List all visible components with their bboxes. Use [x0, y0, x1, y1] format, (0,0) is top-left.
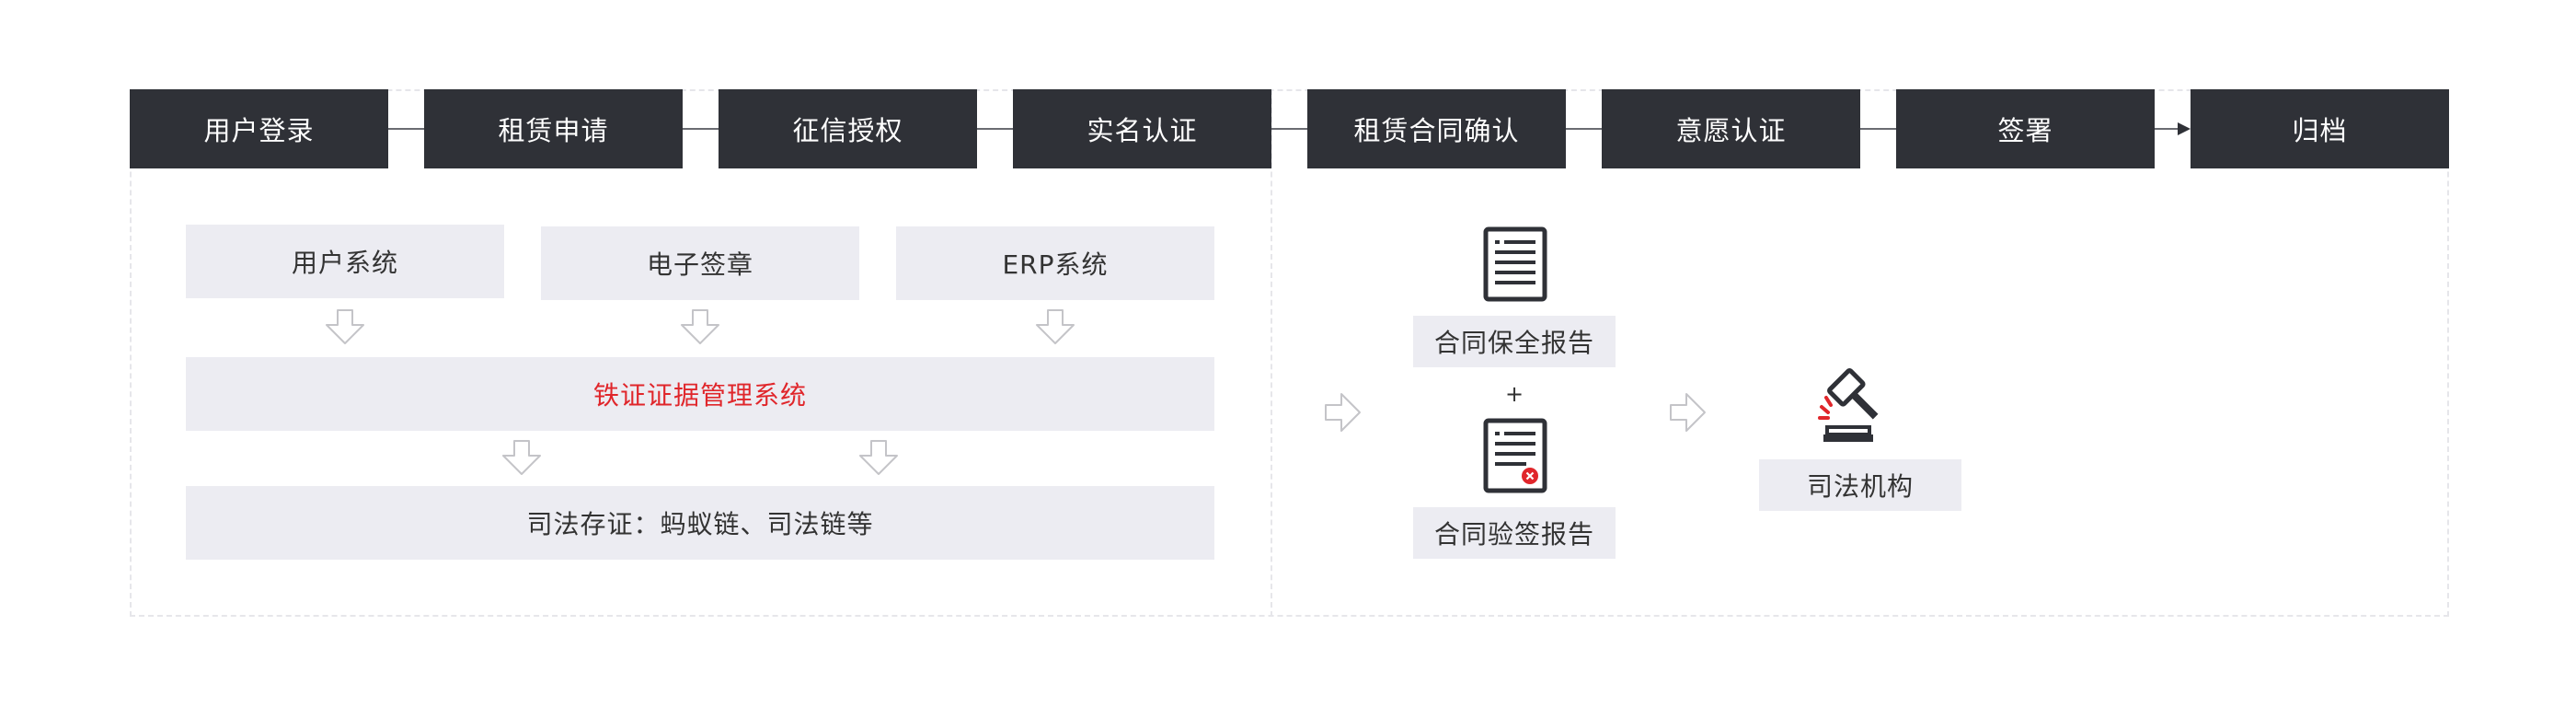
step-connector	[388, 128, 424, 130]
step-connector	[1271, 128, 1307, 130]
arrow-down-icon	[326, 309, 364, 344]
arrow-down-icon	[502, 440, 541, 475]
source-e-signature: 电子签章	[541, 226, 859, 300]
arrow-right-icon	[1325, 393, 1361, 432]
arrow-down-icon	[681, 309, 719, 344]
arrow-right-icon	[1670, 393, 1706, 432]
panel-divider	[1271, 89, 1272, 617]
step-arrowhead	[2178, 122, 2191, 135]
judicial-storage: 司法存证：蚂蚁链、司法链等	[186, 486, 1214, 560]
contract-verification-report: 合同验签报告	[1413, 507, 1616, 559]
step-user-login: 用户登录	[130, 89, 388, 168]
step-lease-application: 租赁申请	[424, 89, 683, 168]
arrow-down-icon	[859, 440, 898, 475]
source-user-system: 用户系统	[186, 225, 504, 298]
step-connector	[1860, 128, 1896, 130]
step-credit-authorization: 征信授权	[719, 89, 977, 168]
arrow-down-icon	[1036, 309, 1075, 344]
step-signing: 签署	[1896, 89, 2155, 168]
judicial-institution: 司法机构	[1759, 459, 1961, 511]
document-icon	[1483, 226, 1547, 302]
dashed-frame	[130, 89, 2449, 617]
step-connector	[2155, 128, 2179, 130]
step-intent-verification: 意愿认证	[1602, 89, 1860, 168]
plus-sign: +	[1505, 381, 1524, 407]
source-erp-system: ERP系统	[896, 226, 1214, 300]
gavel-icon	[1818, 368, 1879, 442]
step-lease-contract-confirmation: 租赁合同确认	[1307, 89, 1566, 168]
step-connector	[1566, 128, 1602, 130]
step-archive: 归档	[2191, 89, 2449, 168]
core-evidence-management-system: 铁证证据管理系统	[186, 357, 1214, 431]
contract-preservation-report: 合同保全报告	[1413, 316, 1616, 367]
step-connector	[977, 128, 1013, 130]
step-connector	[683, 128, 719, 130]
document-seal-icon	[1483, 418, 1547, 493]
step-real-name-verification: 实名认证	[1013, 89, 1271, 168]
